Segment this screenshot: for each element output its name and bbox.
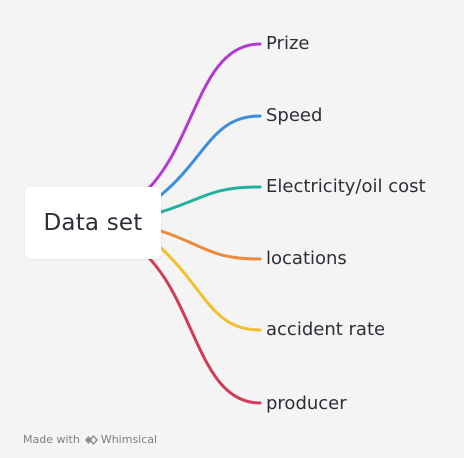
branch-node-speed[interactable]: Speed xyxy=(266,105,323,126)
connector-speed xyxy=(159,114,262,197)
branch-node-prize[interactable]: Prize xyxy=(266,33,310,54)
whimsical-logo-icon xyxy=(84,434,98,445)
branch-node-accident-rate[interactable]: accident rate xyxy=(266,319,386,340)
connector-locations xyxy=(159,229,262,261)
branch-node-producer[interactable]: producer xyxy=(266,393,347,414)
connector-electricity-oil-cost xyxy=(159,185,262,214)
root-node[interactable]: Data set xyxy=(25,187,161,259)
whimsical-brand-label: Whimsical xyxy=(100,433,158,446)
root-node-label: Data set xyxy=(43,210,143,236)
connector-accident-rate xyxy=(159,246,262,332)
branch-node-locations[interactable]: locations xyxy=(266,248,347,269)
connector-prize xyxy=(146,42,262,191)
branch-node-electricity-oil-cost[interactable]: Electricity/oil cost xyxy=(266,176,426,197)
whimsical-brand[interactable]: Whimsical xyxy=(84,433,157,446)
made-with-footer[interactable]: Made with Whimsical xyxy=(23,433,157,446)
connector-producer xyxy=(146,255,262,405)
made-with-label: Made with xyxy=(23,433,80,446)
